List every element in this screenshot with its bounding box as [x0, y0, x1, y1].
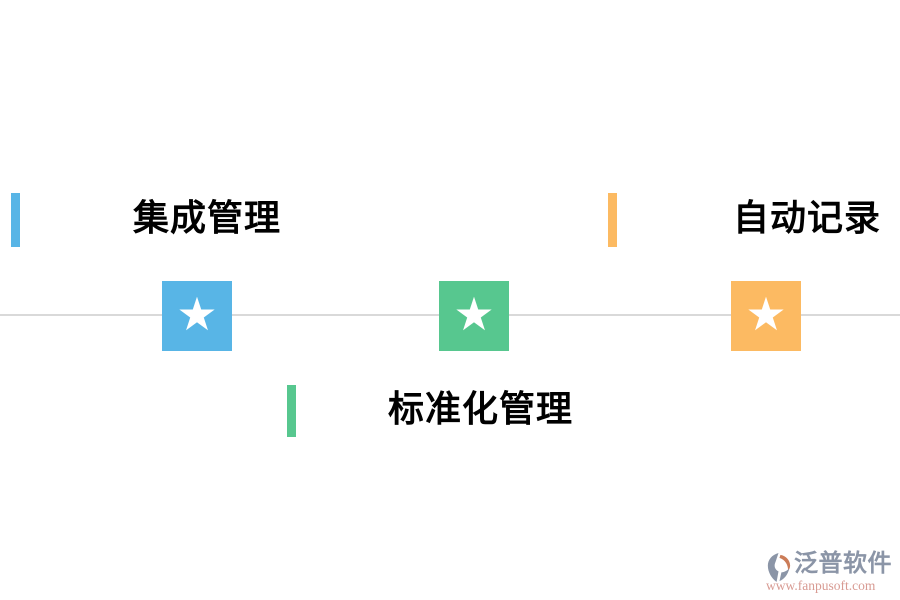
watermark-brand-text: 泛普软件 [794, 550, 892, 577]
star-icon: ★ [176, 288, 218, 340]
milestone-label-standardization: 标准化管理 [388, 388, 574, 429]
star-icon: ★ [745, 288, 787, 340]
fanpu-logo-icon [767, 552, 791, 583]
accent-bar-standardization [287, 385, 296, 437]
star-icon: ★ [453, 288, 495, 340]
accent-bar-integration [11, 193, 20, 247]
milestone-square-standardization: ★ [439, 281, 509, 351]
milestone-label-integration: 集成管理 [133, 197, 282, 238]
milestone-square-integration: ★ [162, 281, 232, 351]
watermark-url-text: www.fanpusoft.com [766, 578, 876, 593]
watermark: 泛普软件 www.fanpusoft.com [762, 549, 894, 595]
milestone-square-autorecord: ★ [731, 281, 801, 351]
milestone-label-autorecord: 自动记录 [733, 197, 882, 238]
accent-bar-autorecord [608, 193, 617, 247]
